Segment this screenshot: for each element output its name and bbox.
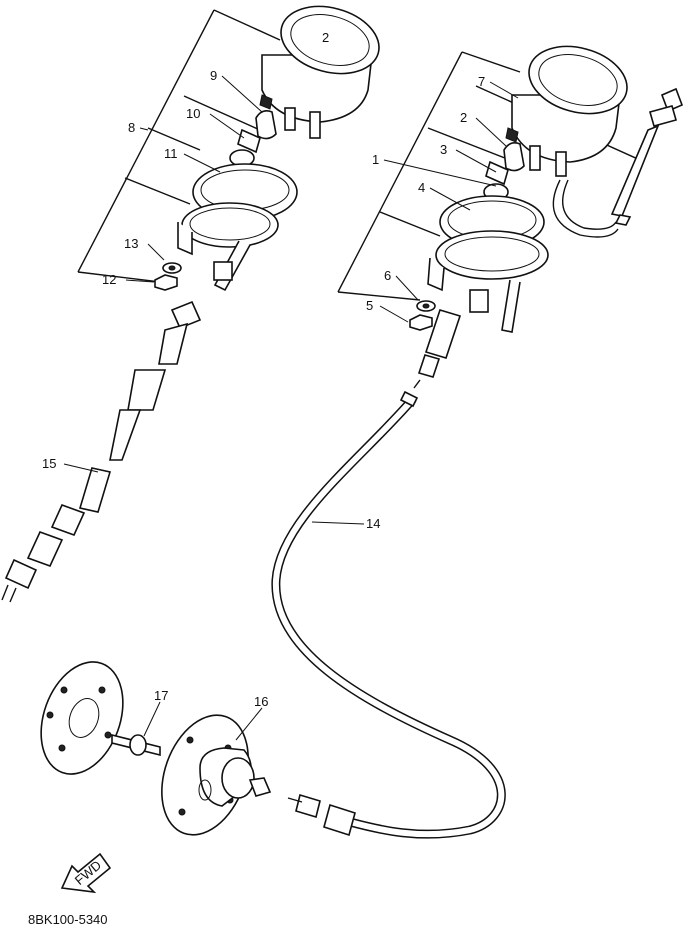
left-drive-cable [1, 300, 202, 603]
svg-text:2: 2 [322, 30, 329, 45]
callout-9: 9 [210, 68, 217, 83]
left-bulb-socket [229, 110, 277, 167]
speedo-cable-end [424, 309, 462, 359]
right-wire-loop [552, 179, 619, 238]
callout-15: 15 [42, 456, 56, 471]
right-bulb-socket [483, 142, 525, 201]
callout-2: 2 [460, 110, 467, 125]
callout-5: 5 [366, 298, 373, 313]
left-meter-body: 2 [259, 5, 380, 139]
right-gauge-assembly [337, 45, 684, 378]
callout-6: 6 [384, 268, 391, 283]
callout-13: 13 [124, 236, 138, 251]
speedometer-gear-unit [161, 714, 272, 836]
callout-10: 10 [186, 106, 200, 121]
callout-14: 14 [366, 516, 380, 531]
speedometer-cable [271, 379, 506, 839]
right-nut [409, 314, 433, 331]
callout-11: 11 [164, 146, 178, 161]
trip-reset-knob [610, 87, 684, 226]
left-gauge-assembly: 2 [1, 5, 380, 603]
callout-12: 12 [102, 272, 116, 287]
callout-7: 7 [478, 74, 485, 89]
wheel-hub-plate [40, 661, 124, 775]
right-bracket-ring [435, 230, 549, 280]
drive-pin [111, 733, 161, 757]
callout-16: 16 [254, 694, 268, 709]
callout-leaders [63, 75, 519, 741]
callout-17: 17 [154, 688, 168, 703]
callout-3: 3 [440, 142, 447, 157]
callout-4: 4 [418, 180, 425, 195]
callout-labels: 1 2 3 4 5 6 7 8 9 10 11 12 13 14 15 16 1… [42, 68, 485, 709]
fwd-arrow: FWD [60, 852, 112, 894]
left-nut [154, 274, 178, 291]
right-meter-body [505, 45, 628, 177]
callout-1: 1 [372, 152, 379, 167]
callout-8: 8 [128, 120, 135, 135]
diagram-code: 8BK100-5340 [28, 912, 108, 927]
